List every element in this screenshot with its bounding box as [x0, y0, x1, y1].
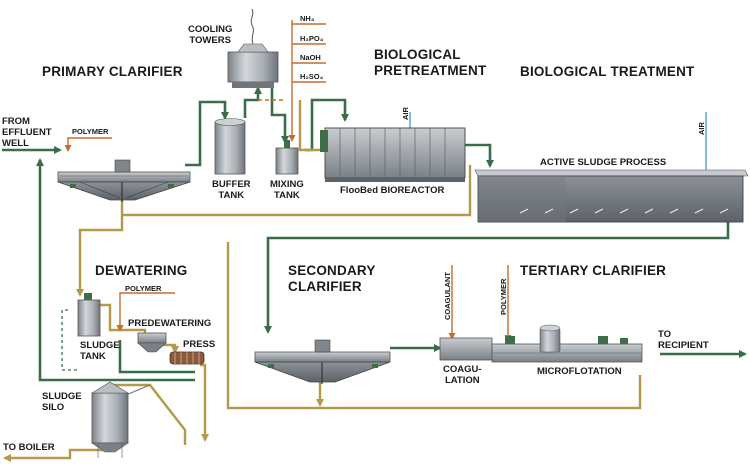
label-polymer-dewatering: POLYMER [125, 284, 162, 293]
heading-secondary-clarifier: SECONDARY CLARIFIER [288, 263, 376, 294]
active-sludge-basin [474, 169, 749, 223]
label-dosing-nh3: NH₃ [300, 14, 315, 23]
label-to-boiler: TO BOILER [3, 442, 55, 453]
cooling-to-mixing-line [270, 88, 289, 144]
polymer-dewatering-line [116, 292, 175, 332]
label-press: PRESS [183, 339, 216, 350]
primary-clarifier [57, 159, 191, 202]
primary-sludge-line [76, 200, 124, 297]
buffer-to-cooling-line [243, 86, 262, 118]
label-air-bioreactor: AIR [401, 107, 410, 120]
predewater-to-press-line [160, 343, 179, 354]
heading-dewatering: DEWATERING [95, 263, 188, 278]
label-sludge-tank: SLUDGE TANK [80, 340, 120, 362]
label-coagulant: COAGULANT [443, 272, 452, 320]
label-polymer-primary: POLYMER [72, 127, 109, 136]
heading-tertiary-clarifier: TERTIARY CLARIFIER [520, 263, 667, 278]
silo-conveyor-line [112, 383, 187, 445]
to-boiler-line [3, 448, 115, 462]
heading-primary-clarifier: PRIMARY CLARIFIER [42, 64, 183, 79]
label-dosing-naoh: NaOH [300, 53, 321, 62]
bio-sludge-line [122, 165, 472, 217]
label-dosing-h2so4: H₂SO₄ [300, 72, 324, 81]
filtrate-line [118, 340, 195, 374]
secondary-clarifier [254, 339, 391, 384]
chemical-lines [64, 20, 512, 342]
label-dosing-h3po4: H₃PO₄ [300, 34, 324, 43]
label-sludge-silo: SLUDGE SILO [42, 391, 82, 413]
return-loop-line [36, 158, 195, 382]
polymer-primary-line [64, 137, 112, 152]
activesludge-to-secondary-line [264, 222, 730, 334]
label-from-effluent-well: FROM EFFLUENT WELL [2, 116, 52, 149]
label-to-recipient: TO RECIPIENT [658, 329, 709, 351]
sludge-silo [90, 381, 151, 458]
predewatering-unit [137, 332, 167, 353]
label-predewatering: PREDEWATERING [128, 318, 212, 329]
label-active-sludge-process: ACTIVE SLUDGE PROCESS [540, 157, 667, 168]
cooling-towers [227, 8, 279, 88]
label-microflotation: MICROFLOTATION [537, 366, 622, 377]
label-air-activesludge: AIR [697, 122, 706, 135]
label-buffer-tank: BUFFER TANK [212, 179, 251, 201]
label-coagulation: COAGU- LATION [443, 364, 482, 386]
tertiary-clarifier [439, 324, 643, 363]
label-mixing-tank: MIXING TANK [270, 179, 304, 201]
label-cooling-towers: COOLING TOWERS [188, 24, 233, 46]
label-floobed-bioreactor: FlooBed BIOREACTOR [340, 185, 445, 196]
heading-biological-pretreatment: BIOLOGICAL PRETREATMENT [374, 47, 487, 78]
floobed-bioreactor [320, 127, 466, 182]
heading-biological-treatment: BIOLOGICAL TREATMENT [520, 64, 695, 79]
label-polymer-tertiary: POLYMER [499, 278, 508, 315]
primary-to-buffer-line [185, 100, 229, 167]
mixing-tank [275, 140, 299, 175]
tertiary-sludge-line [226, 242, 642, 410]
sludge-tank-bypass-line [61, 309, 80, 371]
sludge-tank [77, 293, 101, 337]
press-to-silo-line [200, 363, 209, 442]
water-lines [2, 86, 747, 382]
press-unit [169, 351, 205, 365]
buffer-tank [214, 118, 246, 175]
bioreactor-to-activesludge-line [465, 143, 494, 168]
